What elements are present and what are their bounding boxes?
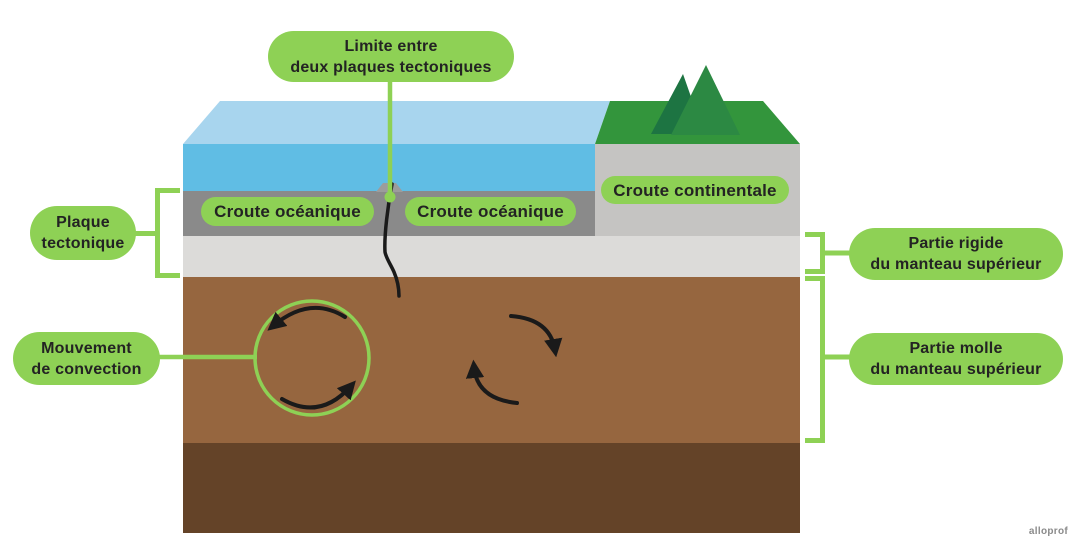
boundary-dot	[384, 191, 396, 203]
callout-convection-movement: Mouvement de convection	[13, 332, 160, 385]
rigid-upper-mantle-layer	[183, 236, 800, 277]
label-oceanic-crust-left-text: Croute océanique	[214, 202, 361, 221]
callout-tectonic-plate-line1: Plaque	[56, 214, 110, 231]
soft-upper-mantle-layer	[183, 277, 800, 443]
plate-bracket	[155, 188, 180, 278]
callout-rigid-line2: du manteau supérieur	[870, 256, 1042, 273]
convection-arrow-left-top	[267, 305, 347, 331]
plate-boundary-crack	[383, 182, 401, 298]
label-oceanic-crust-right: Croute océanique	[405, 197, 576, 226]
callout-tectonic-plate: Plaque tectonique	[30, 206, 136, 260]
convection-arrow-right-bottom	[465, 359, 519, 405]
watermark-logo: alloprof	[1028, 526, 1068, 537]
callout-tectonic-plate-line2: tectonique	[41, 235, 125, 252]
callout-soft-line2: du manteau supérieur	[870, 361, 1042, 378]
label-oceanic-crust-left: Croute océanique	[201, 197, 374, 226]
rigid-bracket	[805, 232, 825, 274]
callout-soft-mantle: Partie molle du manteau supérieur	[849, 333, 1063, 385]
label-continental-crust: Croute continentale	[601, 176, 789, 204]
convection-arrow-right-top	[509, 314, 563, 358]
callout-rigid-line1: Partie rigide	[908, 235, 1004, 252]
callout-convection-line2: de convection	[31, 360, 142, 378]
deep-mantle-layer	[183, 443, 800, 533]
callout-plate-boundary: Limite entre deux plaques tectoniques	[268, 31, 514, 82]
callout-plate-boundary-line1: Limite entre	[344, 37, 438, 55]
callout-plate-boundary-line2: deux plaques tectoniques	[290, 58, 492, 76]
soft-bracket	[805, 276, 825, 443]
convection-circle	[253, 299, 371, 417]
callout-rigid-mantle: Partie rigide du manteau supérieur	[849, 228, 1063, 280]
mountain-large	[671, 65, 740, 135]
label-continental-crust-text: Croute continentale	[613, 180, 777, 200]
ocean-water-top	[183, 101, 610, 144]
label-oceanic-crust-right-text: Croute océanique	[417, 202, 564, 221]
convection-arrow-left-bottom	[280, 380, 356, 410]
callout-convection-line1: Mouvement	[41, 339, 132, 357]
callout-soft-line1: Partie molle	[909, 340, 1003, 357]
